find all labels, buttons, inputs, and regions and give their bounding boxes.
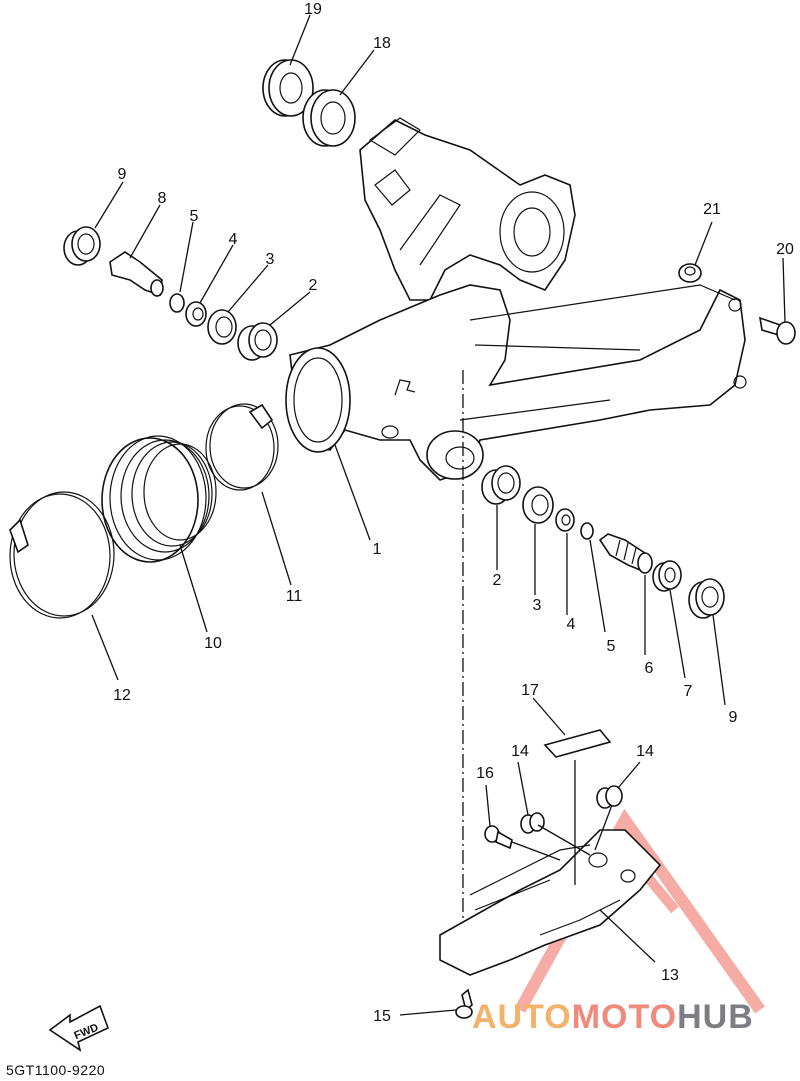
watermark-text: AUTOMOTOHUB xyxy=(472,998,754,1037)
callout-7: 7 xyxy=(684,683,693,700)
fwd-arrow-icon: FWD xyxy=(48,1004,110,1052)
callout-3-left: 3 xyxy=(266,251,275,268)
callout-16: 16 xyxy=(476,765,494,782)
part-5-oring-left xyxy=(169,293,185,313)
callout-labels: 19 18 9 8 5 4 3 2 21 20 1 2 3 4 5 6 7 9 … xyxy=(113,1,794,1025)
callout-14-right: 14 xyxy=(636,743,654,760)
callout-21: 21 xyxy=(703,201,721,218)
part-8-pivot-shaft xyxy=(109,251,164,297)
callout-4-right: 4 xyxy=(567,616,576,633)
callout-9-right: 9 xyxy=(729,709,738,726)
part-16-bolt xyxy=(484,825,513,850)
watermark-auto: AUTO xyxy=(472,998,572,1036)
callout-2-left: 2 xyxy=(309,277,318,294)
part-20-bolt xyxy=(758,316,796,345)
part-6-pivot-shaft-right xyxy=(598,533,653,574)
callout-8: 8 xyxy=(158,190,167,207)
callout-14-left: 14 xyxy=(511,743,529,760)
part-13-guard xyxy=(439,829,662,976)
part-18-bearing xyxy=(302,89,356,147)
callout-9-left: 9 xyxy=(118,166,127,183)
part-7-nut-right xyxy=(652,560,682,592)
callout-4-left: 4 xyxy=(229,231,238,248)
part-9-cap-left xyxy=(63,226,101,266)
part-10-boot xyxy=(101,435,217,563)
swingarm-housing xyxy=(359,117,576,301)
leader-lines xyxy=(91,14,786,1016)
callout-11: 11 xyxy=(286,588,303,605)
callout-5-right: 5 xyxy=(607,638,616,655)
callout-1: 1 xyxy=(373,541,382,558)
callout-15: 15 xyxy=(373,1008,391,1025)
part-2-bearing-right xyxy=(481,465,521,505)
part-11-band xyxy=(205,403,279,491)
part-21-nut xyxy=(678,263,702,283)
callout-13: 13 xyxy=(661,967,679,984)
part-17-label xyxy=(543,729,612,758)
part-4-collar-right xyxy=(555,508,575,532)
part-14-damper-right xyxy=(596,785,623,809)
part-19-bearing xyxy=(262,59,314,117)
part-5-oring-right xyxy=(580,522,594,540)
part-15-bolt xyxy=(455,988,473,1019)
watermark-moto: MOTO xyxy=(571,998,678,1036)
callout-10: 10 xyxy=(204,635,222,652)
watermark-hub: HUB xyxy=(677,998,754,1036)
callout-5-left: 5 xyxy=(190,208,199,225)
callout-3-right: 3 xyxy=(533,597,542,614)
callout-2-right: 2 xyxy=(493,572,502,589)
diagram-code: 5GT1100-9220 xyxy=(6,1062,106,1078)
part-2-bearing-left xyxy=(237,322,278,361)
callout-12: 12 xyxy=(113,687,131,704)
callout-18: 18 xyxy=(373,35,391,52)
swingarm-body xyxy=(285,284,747,481)
callout-17: 17 xyxy=(521,682,539,699)
part-3-seal-right xyxy=(522,486,554,524)
callout-20: 20 xyxy=(776,241,794,258)
part-14-damper-left xyxy=(520,812,545,834)
part-12-band xyxy=(9,491,115,619)
callout-6: 6 xyxy=(645,660,654,677)
callout-19: 19 xyxy=(304,1,322,18)
part-4-collar-left xyxy=(185,301,207,327)
part-3-seal-left xyxy=(207,309,237,345)
part-9-cap-right xyxy=(688,578,725,619)
